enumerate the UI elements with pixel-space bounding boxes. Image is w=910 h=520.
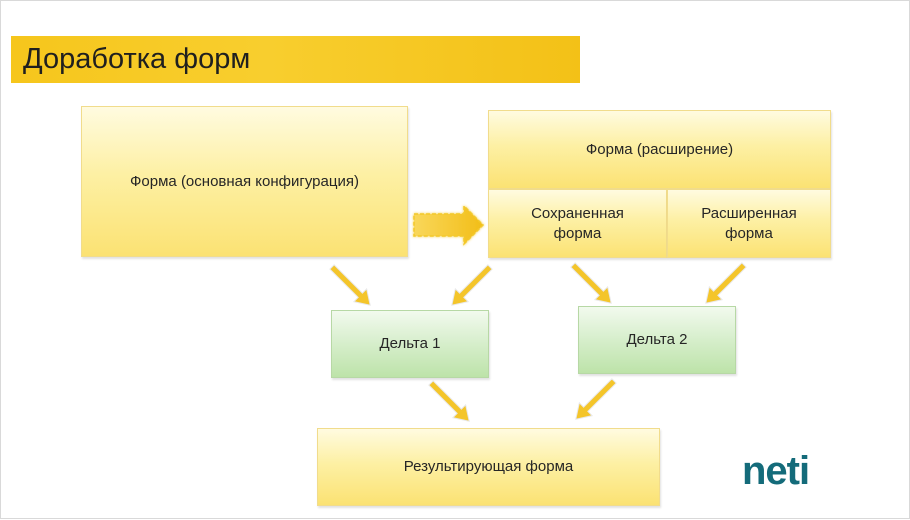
arrow-base-to-delta1-icon: [329, 264, 371, 306]
result-form-box: Результирующая форма: [317, 428, 660, 506]
delta2-box: Дельта 2: [578, 306, 736, 374]
dashed-arrow-icon: [413, 204, 485, 246]
delta2-label: Дельта 2: [626, 331, 688, 348]
extended-form-label-line2: форма: [725, 224, 773, 242]
neti-logo: neti: [742, 449, 810, 493]
saved-form-box: Сохраненная форма: [488, 189, 667, 258]
saved-form-label-line2: форма: [553, 224, 602, 242]
base-form-label: Форма (основная конфигурация): [130, 172, 359, 190]
arrow-delta2-to-result-icon: [575, 378, 617, 420]
delta1-label: Дельта 1: [379, 335, 441, 352]
saved-form-label-line1: Сохраненная: [531, 204, 624, 222]
slide-title: Доработка форм: [23, 43, 251, 75]
extension-form-label: Форма (расширение): [585, 140, 734, 158]
extended-form-label-line1: Расширенная: [701, 204, 797, 222]
extension-form-box: Форма (расширение): [488, 110, 831, 189]
arrow-delta1-to-result-icon: [428, 380, 470, 422]
base-form-box: Форма (основная конфигурация): [81, 106, 408, 257]
arrow-saved-to-delta2-icon: [570, 262, 612, 304]
arrow-saved-to-delta1-icon: [451, 264, 493, 306]
title-bar: [11, 36, 580, 83]
extended-form-box: Расширенная форма: [667, 189, 831, 258]
result-form-label: Результирующая форма: [403, 458, 574, 475]
delta1-box: Дельта 1: [331, 310, 489, 378]
arrow-extended-to-delta2-icon: [705, 262, 747, 304]
